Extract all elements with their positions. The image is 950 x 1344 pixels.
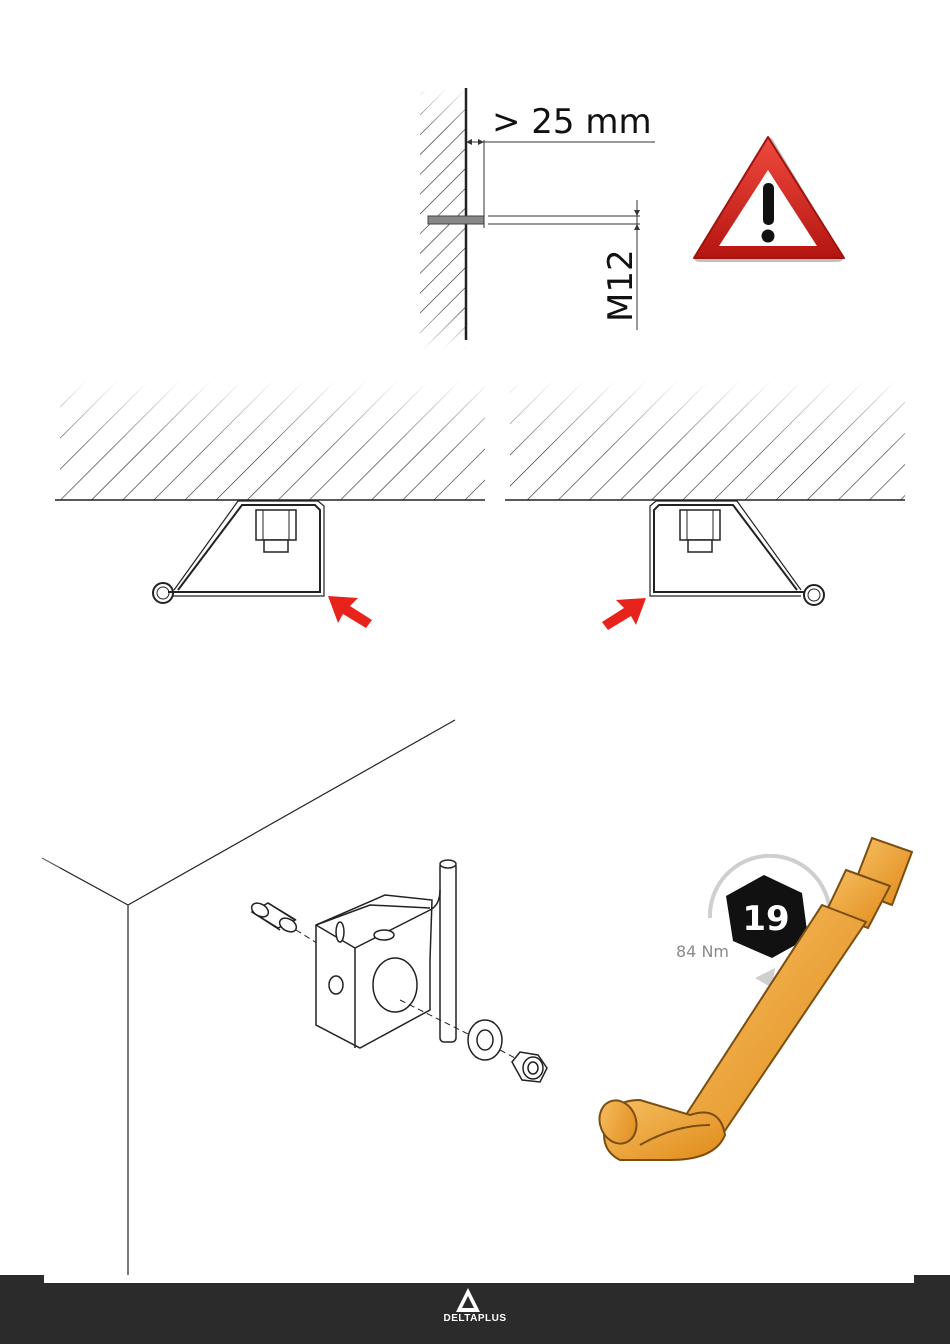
wall-anchor-diagram: > 25 mm M12	[420, 88, 655, 350]
bracket-exploded-view	[249, 860, 547, 1082]
brand-name: DELTAPLUS	[0, 1313, 950, 1324]
red-arrow-left	[602, 598, 646, 630]
sleeve-part	[249, 900, 299, 934]
anchor-rod	[428, 216, 484, 224]
distance-label: > 25 mm	[492, 102, 652, 142]
warning-triangle-icon	[694, 137, 844, 262]
nut-part	[512, 1052, 547, 1082]
bracket-mount-left	[55, 380, 485, 628]
thread-size-label: M12	[601, 249, 641, 322]
torque-value-label: 84 Nm	[676, 942, 729, 961]
bracket-mount-right	[505, 380, 905, 630]
wrench-size-label: 19	[742, 899, 789, 939]
washer-part	[468, 1020, 502, 1060]
red-arrow-right	[328, 596, 372, 628]
